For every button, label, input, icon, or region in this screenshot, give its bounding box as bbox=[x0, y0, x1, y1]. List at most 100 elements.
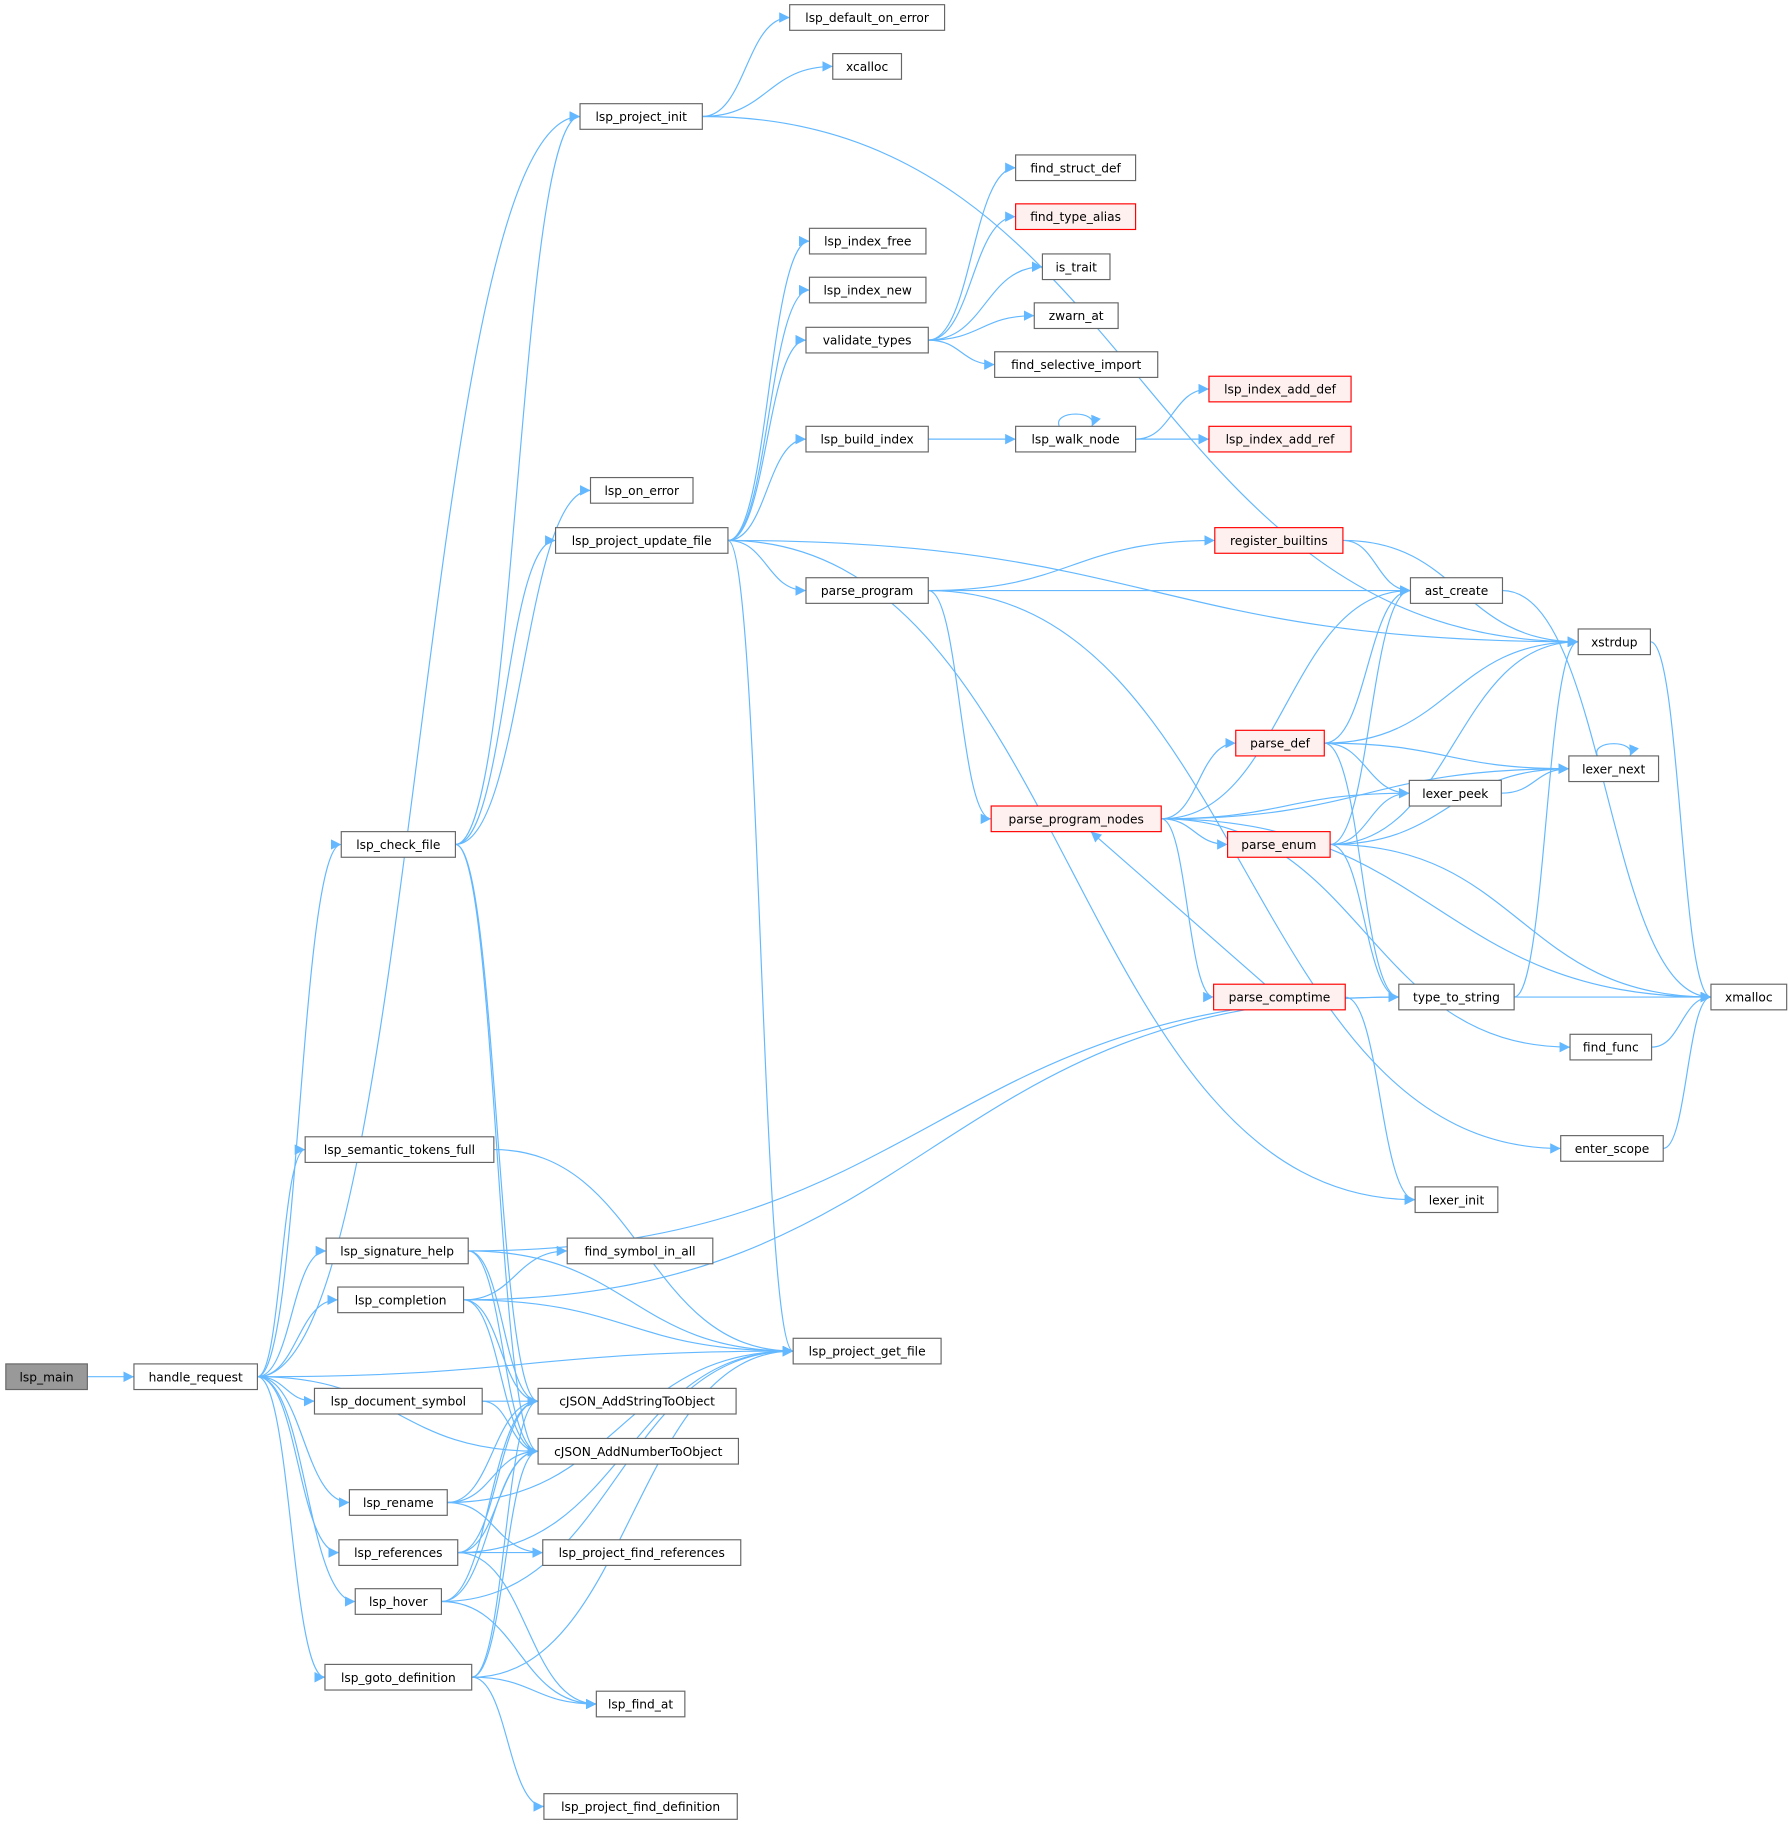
nodes-layer: lsp_main handle_request lsp_default_on_err… bbox=[5, 4, 1788, 1820]
node-lsp_semantic_tokens_full[interactable]: lsp_semantic_tokens_full bbox=[304, 1136, 495, 1163]
node-box bbox=[337, 1286, 465, 1314]
node-xstrdup[interactable]: xstrdup bbox=[1577, 628, 1651, 656]
node-parse_enum[interactable]: parse_enum bbox=[1227, 831, 1331, 858]
node-lsp_goto_definition[interactable]: lsp_goto_definition bbox=[324, 1663, 473, 1691]
node-lexer_init[interactable]: lexer_init bbox=[1414, 1186, 1499, 1214]
node-parse_def[interactable]: parse_def bbox=[1235, 729, 1325, 757]
edge-lsp_check_file-to-lsp_project_init bbox=[455, 111, 581, 846]
node-box bbox=[543, 1793, 738, 1820]
node-find_struct_def[interactable]: find_struct_def bbox=[1015, 154, 1137, 182]
edges-layer bbox=[87, 12, 1712, 1812]
edge-lsp_project_update_file-to-lexer_init bbox=[727, 539, 1416, 1205]
node-is_trait[interactable]: is_trait bbox=[1041, 253, 1111, 281]
node-label: xmalloc bbox=[1725, 991, 1773, 1005]
edge-lsp_completion-to-lsp_project_get_file bbox=[463, 1299, 794, 1357]
node-parse_comptime[interactable]: parse_comptime bbox=[1213, 983, 1346, 1011]
node-lsp_check_file[interactable]: lsp_check_file bbox=[340, 831, 456, 858]
edge-lsp_walk_node-to-lsp_index_add_def bbox=[1135, 383, 1209, 440]
node-handle_request[interactable]: handle_request bbox=[133, 1363, 258, 1391]
node-ast_create[interactable]: ast_create bbox=[1409, 577, 1504, 604]
node-lsp_project_find_definition[interactable]: lsp_project_find_definition bbox=[543, 1793, 738, 1820]
node-box bbox=[1560, 1135, 1664, 1162]
node-label: lsp_rename bbox=[363, 1496, 434, 1510]
node-box bbox=[542, 1539, 742, 1566]
node-lsp_walk_node[interactable]: lsp_walk_node bbox=[1015, 425, 1137, 453]
node-lexer_peek[interactable]: lexer_peek bbox=[1408, 779, 1502, 807]
node-box bbox=[1568, 755, 1660, 783]
edge-lsp_project_update_file-to-lsp_index_free bbox=[727, 235, 810, 542]
node-parse_program[interactable]: parse_program bbox=[805, 577, 929, 604]
node-validate_types[interactable]: validate_types bbox=[805, 326, 929, 354]
edge-handle_request-to-lsp_references bbox=[257, 1376, 339, 1558]
node-register_builtins[interactable]: register_builtins bbox=[1214, 527, 1344, 554]
node-lsp_index_new[interactable]: lsp_index_new bbox=[808, 276, 927, 304]
node-find_type_alias[interactable]: find_type_alias bbox=[1015, 203, 1137, 231]
node-label: lexer_init bbox=[1429, 1193, 1485, 1207]
edge-parse_comptime-to-parse_program_nodes bbox=[1090, 831, 1266, 985]
node-box bbox=[1015, 154, 1137, 182]
node-label: lsp_index_free bbox=[824, 235, 911, 249]
edge-lsp_hover-to-lsp_project_get_file bbox=[441, 1345, 794, 1603]
edge-lsp_rename-to-cJSON_AddNumberToObject bbox=[447, 1446, 539, 1504]
node-box bbox=[324, 1663, 473, 1691]
node-lsp_index_free[interactable]: lsp_index_free bbox=[808, 227, 927, 255]
node-box bbox=[1033, 302, 1119, 330]
node-type_to_string[interactable]: type_to_string bbox=[1398, 983, 1515, 1011]
node-cJSON_AddNumberToObject[interactable]: cJSON_AddNumberToObject bbox=[537, 1437, 740, 1465]
node-parse_program_nodes[interactable]: parse_program_nodes bbox=[990, 805, 1162, 833]
edge-handle_request-to-lsp_goto_definition bbox=[257, 1376, 326, 1683]
node-find_func[interactable]: find_func bbox=[1569, 1033, 1653, 1061]
node-box bbox=[348, 1489, 448, 1516]
node-find_symbol_in_all[interactable]: find_symbol_in_all bbox=[566, 1237, 714, 1265]
edge-parse_program_nodes-to-ast_create bbox=[1161, 585, 1411, 820]
node-lsp_build_index[interactable]: lsp_build_index bbox=[805, 425, 929, 453]
edge-validate_types-to-find_type_alias bbox=[928, 211, 1016, 341]
node-lsp_find_at[interactable]: lsp_find_at bbox=[595, 1690, 686, 1718]
edge-parse_def-to-ast_create bbox=[1324, 585, 1411, 744]
node-lsp_project_find_references[interactable]: lsp_project_find_references bbox=[542, 1539, 742, 1566]
node-lsp_project_update_file[interactable]: lsp_project_update_file bbox=[554, 527, 729, 554]
node-lsp_default_on_error[interactable]: lsp_default_on_error bbox=[789, 4, 946, 31]
node-lsp_completion[interactable]: lsp_completion bbox=[337, 1286, 465, 1314]
node-lsp_index_add_def[interactable]: lsp_index_add_def bbox=[1208, 375, 1352, 403]
node-box bbox=[805, 326, 929, 354]
edge-parse_enum-to-xstrdup bbox=[1330, 636, 1579, 846]
edge-parse_enum-to-xmalloc bbox=[1330, 843, 1711, 1003]
node-xcalloc[interactable]: xcalloc bbox=[832, 53, 903, 80]
edge-parse_program-to-register_builtins bbox=[928, 535, 1215, 592]
node-label: zwarn_at bbox=[1049, 309, 1104, 323]
edge-lsp_project_update_file-to-lsp_build_index bbox=[727, 433, 806, 542]
node-xmalloc[interactable]: xmalloc bbox=[1710, 983, 1788, 1011]
edge-lsp_goto_definition-to-cJSON_AddNumberToObject bbox=[471, 1446, 539, 1678]
node-box bbox=[595, 1690, 686, 1718]
edge-parse_enum-to-type_to_string bbox=[1330, 843, 1399, 1003]
node-lsp_document_symbol[interactable]: lsp_document_symbol bbox=[313, 1387, 483, 1415]
node-lexer_next[interactable]: lexer_next bbox=[1568, 755, 1660, 783]
node-label: lsp_project_find_definition bbox=[561, 1800, 720, 1814]
node-box bbox=[1213, 983, 1346, 1011]
node-box bbox=[1577, 628, 1651, 656]
node-label: lsp_signature_help bbox=[340, 1245, 454, 1259]
node-box bbox=[792, 1337, 942, 1365]
node-box bbox=[1015, 425, 1137, 453]
node-lsp_rename[interactable]: lsp_rename bbox=[348, 1489, 448, 1516]
node-find_selective_import[interactable]: find_selective_import bbox=[994, 351, 1159, 378]
node-zwarn_at[interactable]: zwarn_at bbox=[1033, 302, 1119, 330]
node-lsp_references[interactable]: lsp_references bbox=[338, 1539, 459, 1566]
node-enter_scope[interactable]: enter_scope bbox=[1560, 1135, 1664, 1162]
node-lsp_signature_help[interactable]: lsp_signature_help bbox=[325, 1237, 469, 1265]
edge-parse_comptime-to-lexer_init bbox=[1345, 996, 1416, 1205]
node-lsp_project_get_file[interactable]: lsp_project_get_file bbox=[792, 1337, 942, 1365]
node-lsp_on_error[interactable]: lsp_on_error bbox=[589, 476, 694, 504]
node-label: lsp_index_add_def bbox=[1224, 383, 1337, 397]
node-lsp_hover[interactable]: lsp_hover bbox=[354, 1588, 443, 1615]
node-box bbox=[805, 577, 929, 604]
node-box bbox=[994, 351, 1159, 378]
edge-lsp_check_file-to-lsp_project_update_file bbox=[455, 535, 556, 846]
node-lsp_project_init[interactable]: lsp_project_init bbox=[579, 103, 703, 130]
node-lsp_main[interactable]: lsp_main bbox=[5, 1363, 88, 1391]
edge-lsp_goto_definition-to-lsp_find_at bbox=[471, 1676, 597, 1710]
node-lsp_index_add_ref[interactable]: lsp_index_add_ref bbox=[1208, 425, 1352, 453]
node-label: lexer_peek bbox=[1422, 787, 1489, 801]
node-cJSON_AddStringToObject[interactable]: cJSON_AddStringToObject bbox=[537, 1387, 737, 1415]
